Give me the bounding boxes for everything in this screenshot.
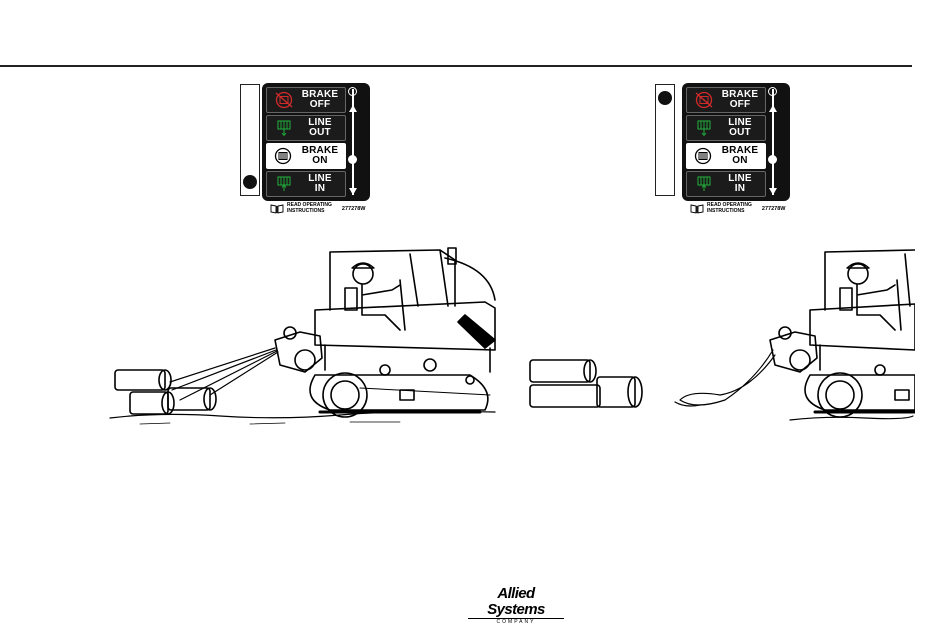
read-manual-icon <box>690 204 704 214</box>
logs-group <box>115 370 216 414</box>
left-part-number: 277278W <box>342 206 366 212</box>
right-arrow-down-icon <box>769 188 777 195</box>
brake-on-icon <box>692 145 714 167</box>
line-in-icon <box>693 173 715 195</box>
logo-brand: Allied Systems <box>468 586 564 619</box>
right-slider-knob <box>768 155 777 164</box>
logo-company: COMPANY <box>468 619 564 626</box>
logs-group <box>530 360 642 407</box>
line-in-icon <box>273 173 295 195</box>
left-arrow-up-icon <box>349 105 357 112</box>
right-part-number: 277278W <box>762 206 786 212</box>
brake-off-icon <box>273 89 295 111</box>
right-arrow-up-icon <box>769 105 777 112</box>
line-out-icon <box>693 117 715 139</box>
allied-systems-logo: Allied Systems COMPANY <box>468 586 564 626</box>
left-arrow-down-icon <box>349 188 357 195</box>
left-indicator-dot <box>243 175 257 189</box>
brake-on-icon <box>272 145 294 167</box>
brake-off-icon <box>693 89 715 111</box>
left-dozer-illustration <box>100 240 500 430</box>
right-dozer-illustration <box>525 240 915 430</box>
left-indicator-strip <box>240 84 260 196</box>
header-rule <box>0 65 912 67</box>
line-out-icon <box>273 117 295 139</box>
right-indicator-dot <box>658 91 672 105</box>
left-slider-knob <box>348 155 357 164</box>
read-manual-icon <box>270 204 284 214</box>
right-indicator-strip <box>655 84 675 196</box>
